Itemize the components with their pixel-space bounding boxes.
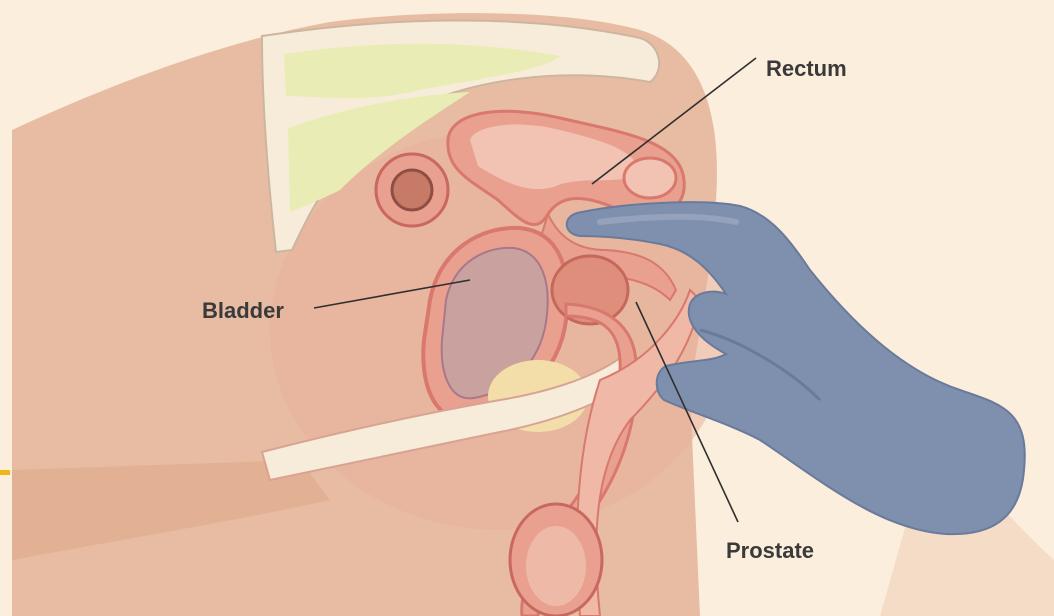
testis-inner [526,526,586,606]
rectum-fold [624,158,676,198]
rectum-label: Rectum [766,56,847,81]
accent-mark [0,470,10,475]
prostate-label: Prostate [726,538,814,563]
colon-lumen [392,170,432,210]
bladder-label: Bladder [202,298,284,323]
